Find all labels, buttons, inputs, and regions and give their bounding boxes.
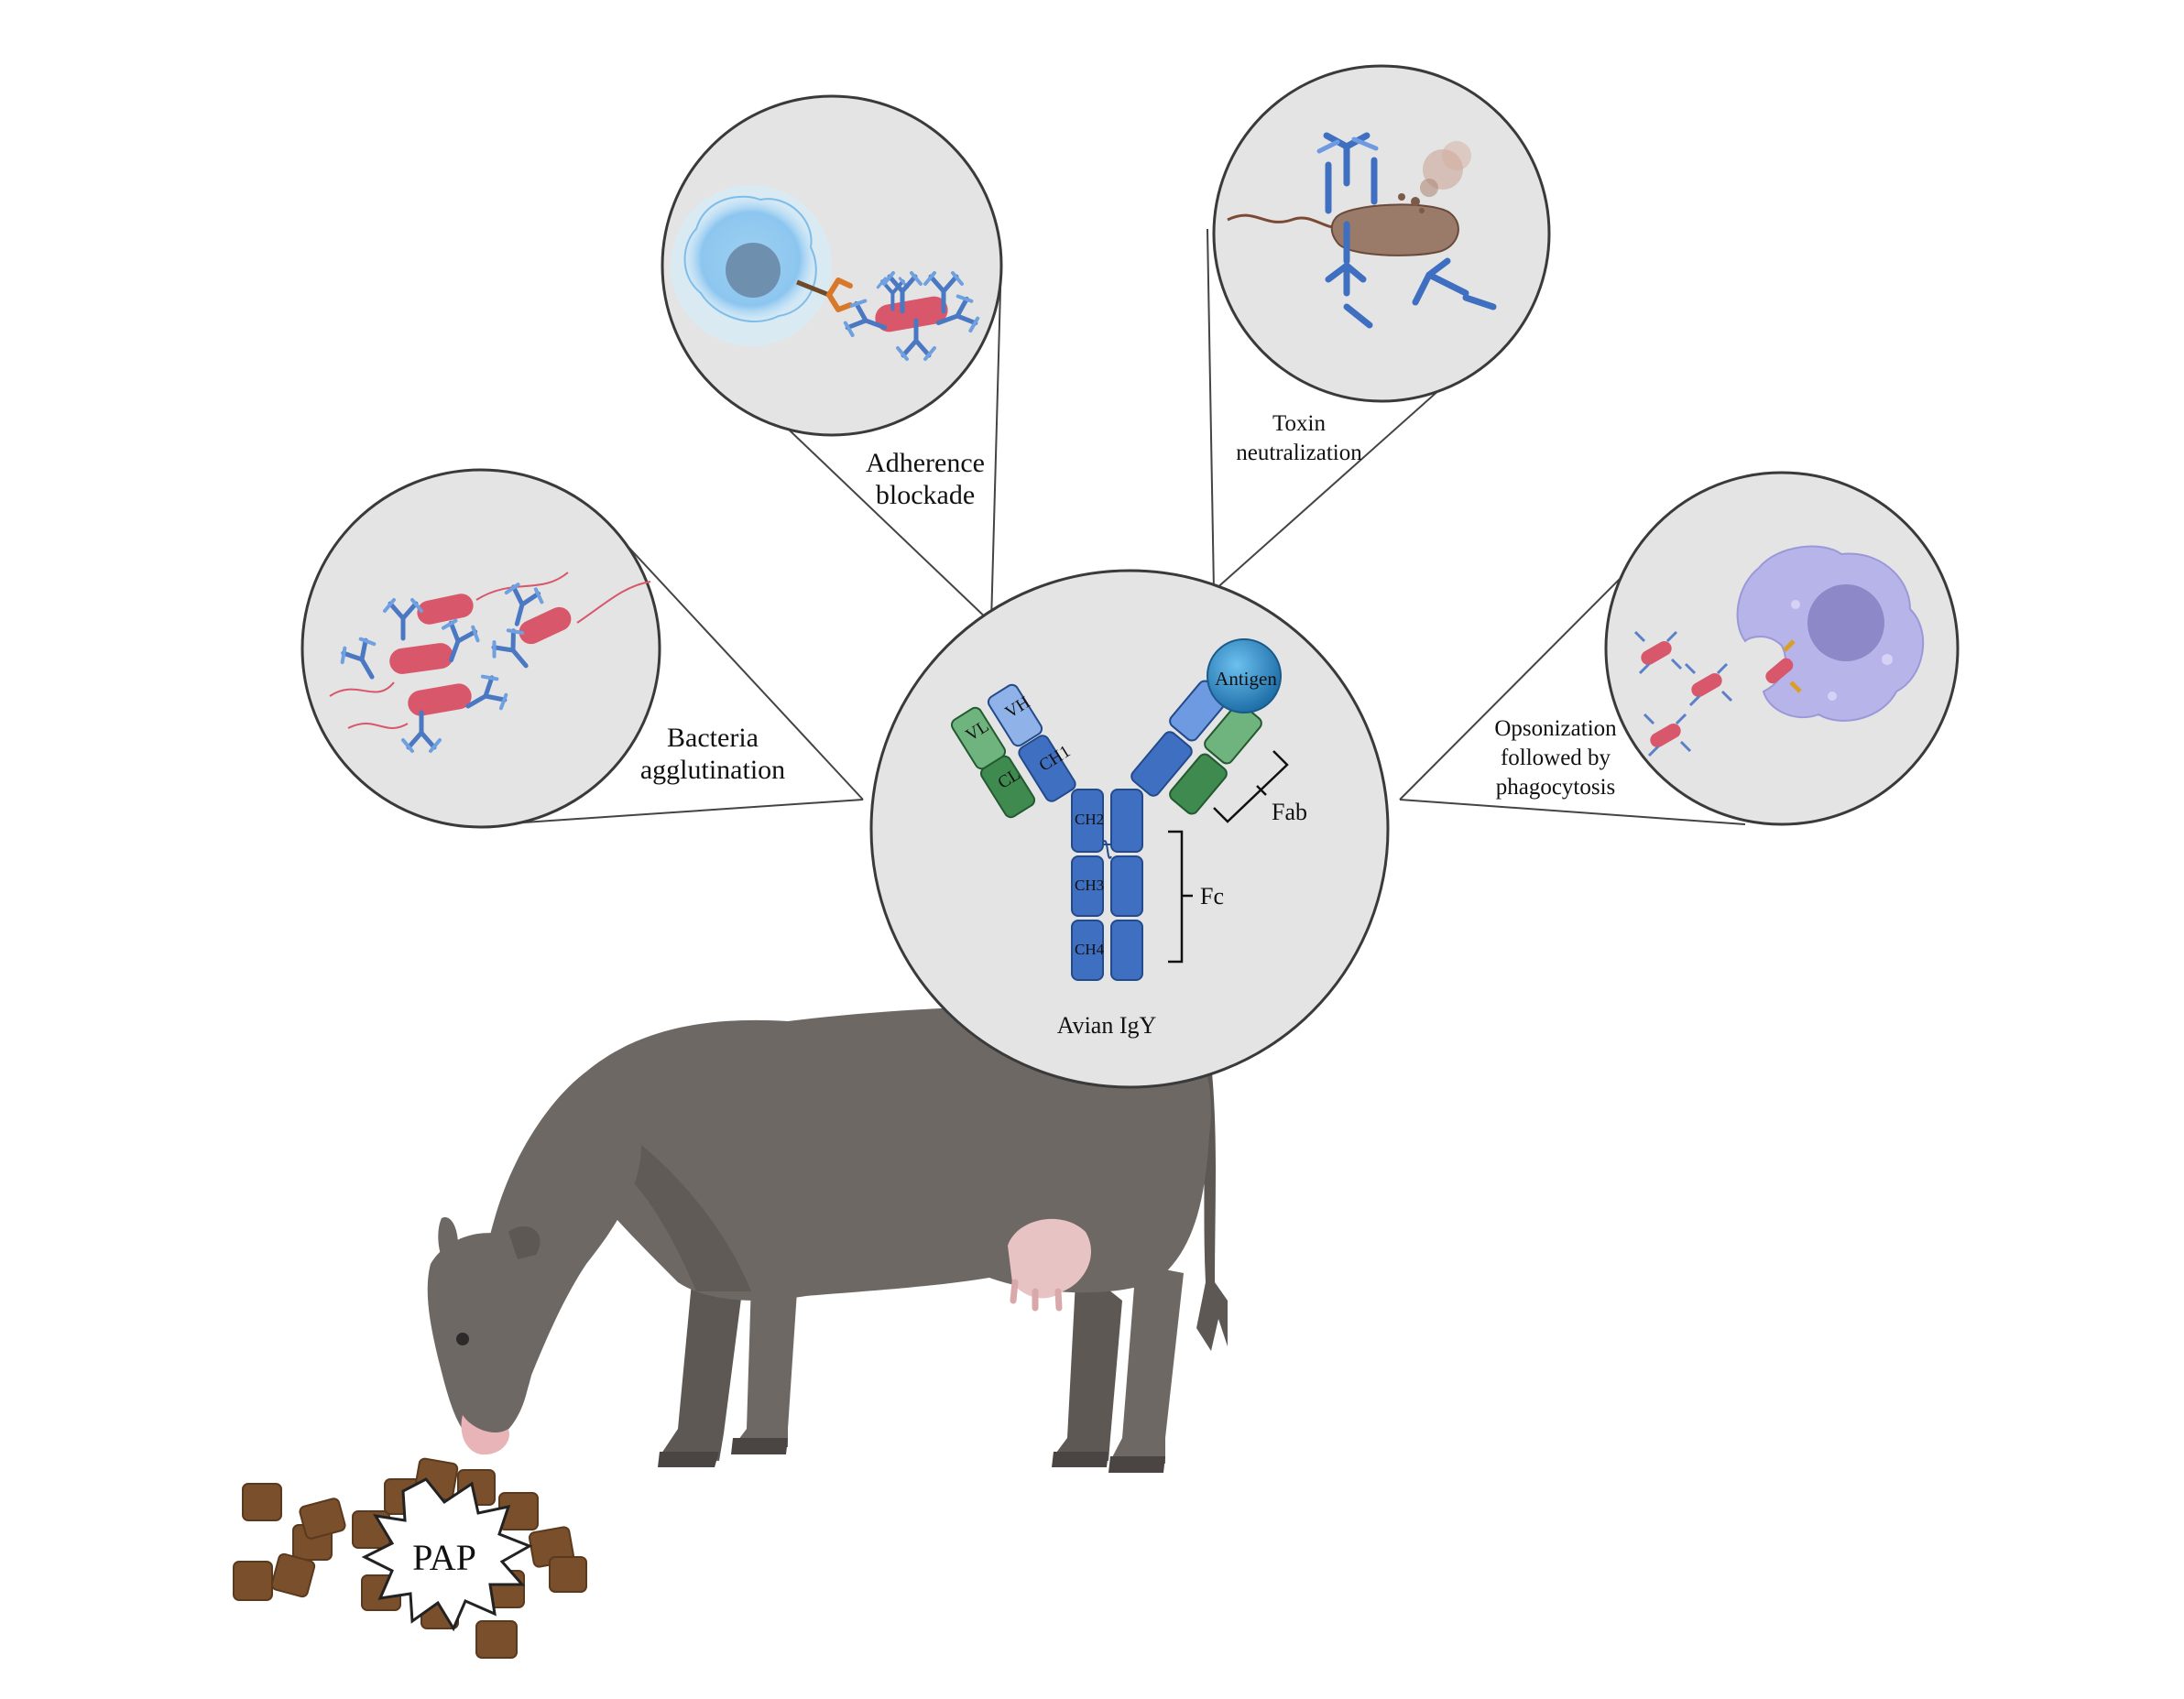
igy-left-fab [950, 683, 1076, 819]
fc-bracket [1168, 830, 1193, 964]
igy-fc-region [1071, 789, 1143, 981]
cow-illustration [427, 1006, 1228, 1473]
label-adherence-line1: Adherence [866, 448, 985, 478]
pap-starburst [361, 1477, 533, 1632]
receptor-illustration [796, 278, 853, 312]
label-toxin-line2: neutralization [1236, 441, 1362, 465]
coated-bacterium-illustration [842, 273, 980, 359]
fc-label: Fc [1200, 883, 1224, 909]
label-opsonization-line1: Opsonization [1494, 716, 1617, 741]
feed-label: PAP [412, 1537, 476, 1578]
domain-ch4-label: CH4 [1075, 941, 1105, 958]
bubble-agglutination [300, 468, 661, 829]
toxin-bacterium-illustration [1227, 141, 1471, 256]
label-agglutination-line2: agglutination [640, 755, 785, 785]
label-adherence-line2: blockade [876, 480, 975, 510]
label-opsonization-line3: phagocytosis [1496, 775, 1616, 800]
domain-ch3-label: CH3 [1075, 877, 1104, 894]
bubble-adherence [661, 94, 1003, 437]
domain-ch2-label: CH2 [1075, 811, 1104, 828]
bacteria-cluster-illustration [329, 572, 651, 751]
antigen-label: Antigen [1215, 668, 1277, 690]
igy-title: Avian IgY [1057, 1012, 1157, 1039]
fab-label: Fab [1272, 799, 1307, 825]
fab-bracket [1213, 750, 1289, 823]
bubble-toxin [1212, 64, 1551, 403]
label-opsonization-line2: followed by [1501, 746, 1611, 770]
neutralizing-antibodies-illustration [1316, 132, 1497, 329]
bubble-agglutination-circle [300, 468, 661, 829]
bubble-igy: VL VH CL CH1 CH2 CH3 CH4 Antigen Fab Fc … [869, 569, 1390, 1089]
macrophage-illustration [1736, 545, 1925, 722]
host-cell-illustration [671, 185, 832, 346]
label-toxin-line1: Toxin [1272, 411, 1326, 436]
bubble-opsonization [1604, 471, 1960, 826]
antigen-sphere [1207, 638, 1282, 713]
feed-pile [233, 1457, 587, 1659]
opsonized-bacteria-illustration [1633, 630, 1802, 757]
label-agglutination-line1: Bacteria [667, 723, 759, 753]
